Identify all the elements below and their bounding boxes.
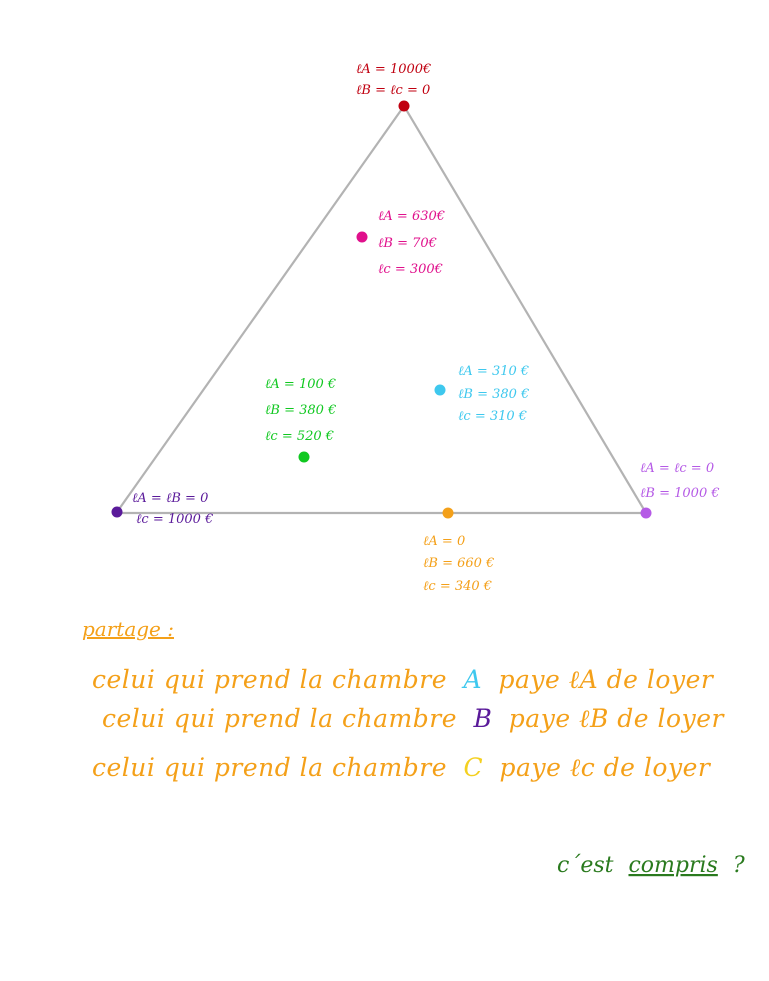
- magenta-lb: ℓB = 70€: [378, 236, 437, 251]
- green-lb: ℓB = 380 €: [265, 403, 336, 418]
- green-label: ℓA = 100 € ℓB = 380 € ℓc = 520 €: [265, 377, 336, 444]
- vertex-c-lc: ℓc = 1000 €: [136, 512, 213, 527]
- bottom-edge-lc: ℓc = 340 €: [423, 579, 492, 594]
- vertex-a-label: ℓA = 1000€ ℓB = ℓc = 0: [356, 62, 431, 98]
- triangle-edge-right: [403, 105, 647, 514]
- room-a-letter: A: [461, 665, 482, 694]
- green-la: ℓA = 100 €: [265, 377, 336, 392]
- triangle-edge-left: [116, 105, 405, 513]
- partage-line-3-post: paye ℓc de loyer: [500, 753, 712, 782]
- room-b-letter: B: [472, 704, 492, 733]
- partage-line-1-pre: celui qui prend la chambre: [92, 665, 447, 694]
- cyan-la: ℓA = 310 €: [458, 364, 529, 379]
- question-text: c´est compris ?: [557, 853, 745, 878]
- partage-line-3: celui qui prend la chambre C paye ℓc de …: [92, 753, 712, 782]
- vertex-c-label: ℓA = ℓB = 0 ℓc = 1000 €: [132, 491, 213, 527]
- room-c-letter: C: [463, 753, 483, 782]
- vertex-b-lb: ℓB = 1000 €: [640, 486, 720, 501]
- partage-line-3-pre: celui qui prend la chambre: [92, 753, 447, 782]
- green-point: [298, 451, 310, 463]
- vertex-b-point: [640, 507, 652, 519]
- bottom-edge-lb: ℓB = 660 €: [423, 556, 494, 571]
- bottom-edge-la: ℓA = 0: [423, 534, 465, 549]
- cyan-point: [434, 384, 446, 396]
- partage-block: partage : celui qui prend la chambre A p…: [82, 617, 725, 782]
- vertex-a-la: ℓA = 1000€: [356, 62, 431, 77]
- bottom-edge-point: [442, 507, 454, 519]
- question-underlined: compris: [628, 853, 717, 878]
- partage-heading: partage :: [82, 617, 174, 641]
- question-pre: c´est: [557, 853, 614, 878]
- vertex-c-point: [111, 506, 123, 518]
- magenta-point: [356, 231, 368, 243]
- vertex-b-la-lc: ℓA = ℓc = 0: [640, 461, 714, 476]
- cyan-lc: ℓc = 310 €: [458, 409, 527, 424]
- green-lc: ℓc = 520 €: [265, 429, 334, 444]
- bottom-edge-label: ℓA = 0 ℓB = 660 € ℓc = 340 €: [423, 534, 494, 594]
- vertex-b-label: ℓA = ℓc = 0 ℓB = 1000 €: [640, 461, 720, 501]
- triangle: [116, 105, 647, 515]
- vertex-c-la-lb: ℓA = ℓB = 0: [132, 491, 208, 506]
- partage-line-2-post: paye ℓB de loyer: [509, 704, 726, 733]
- cyan-lb: ℓB = 380 €: [458, 387, 529, 402]
- vertex-a-point: [398, 100, 410, 112]
- magenta-label: ℓA = 630€ ℓB = 70€ ℓc = 300€: [378, 209, 445, 277]
- partage-line-1-post: paye ℓA de loyer: [498, 665, 714, 694]
- partage-line-2: celui qui prend la chambre B paye ℓB de …: [102, 704, 725, 733]
- partage-line-2-pre: celui qui prend la chambre: [102, 704, 457, 733]
- partage-line-1: celui qui prend la chambre A paye ℓA de …: [92, 665, 715, 694]
- magenta-lc: ℓc = 300€: [378, 262, 443, 277]
- cyan-label: ℓA = 310 € ℓB = 380 € ℓc = 310 €: [458, 364, 529, 424]
- question-mark: ?: [733, 853, 745, 878]
- vertex-a-lb-lc: ℓB = ℓc = 0: [356, 83, 430, 98]
- magenta-la: ℓA = 630€: [378, 209, 445, 224]
